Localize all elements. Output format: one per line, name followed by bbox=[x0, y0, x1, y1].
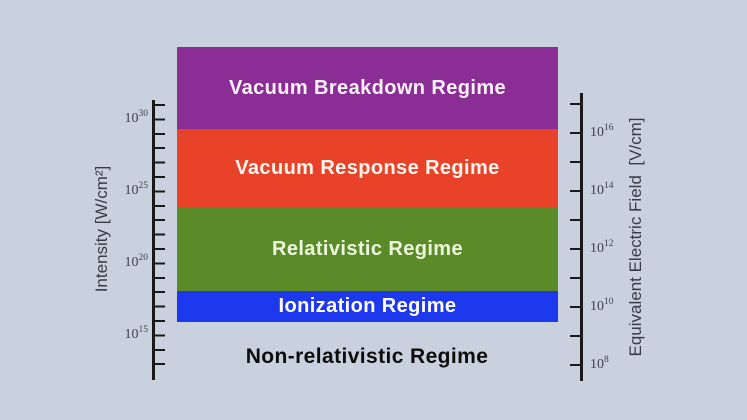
tick-base: 10 bbox=[124, 182, 139, 198]
left-axis-tick-marks bbox=[155, 104, 165, 366]
tick-exp: 12 bbox=[604, 239, 614, 250]
band-label-vacuum-breakdown: Vacuum Breakdown Regime bbox=[228, 76, 507, 99]
band-label-relativistic: Relativistic Regime bbox=[271, 238, 463, 260]
right-tick-label-1e10: 1010 bbox=[590, 297, 614, 314]
right-tick-label-1e16: 1016 bbox=[590, 123, 614, 140]
tick-base: 10 bbox=[124, 254, 139, 270]
right-axis-line bbox=[580, 93, 583, 381]
tick-base: 10 bbox=[590, 182, 604, 198]
right-tick-label-1e12: 1012 bbox=[590, 239, 614, 256]
left-axis-line bbox=[152, 100, 155, 380]
tick-base: 10 bbox=[590, 298, 604, 314]
right-tick-label-1e8: 108 bbox=[590, 355, 609, 372]
tick-exp: 14 bbox=[604, 181, 614, 192]
band-ionization: Ionization Regime bbox=[177, 291, 558, 322]
right-tick-label-1e14: 1014 bbox=[590, 181, 614, 198]
left-tick-label-1e15: 1015 bbox=[124, 325, 149, 342]
band-vacuum-breakdown: Vacuum Breakdown Regime bbox=[177, 47, 558, 129]
tick-base: 10 bbox=[590, 124, 604, 140]
tick-exp: 10 bbox=[604, 297, 614, 308]
band-relativistic: Relativistic Regime bbox=[177, 208, 558, 291]
right-axis-title: Equivalent Electric Field [V/cm] bbox=[626, 117, 645, 357]
band-vacuum-response: Vacuum Response Regime bbox=[177, 129, 558, 208]
tick-exp: 20 bbox=[138, 253, 149, 264]
tick-base: 10 bbox=[124, 326, 139, 342]
left-tick-label-1e30: 1030 bbox=[124, 109, 149, 126]
band-label-vacuum-response: Vacuum Response Regime bbox=[235, 157, 500, 179]
tick-exp: 16 bbox=[604, 123, 614, 134]
band-label-ionization: Ionization Regime bbox=[278, 295, 457, 317]
tick-exp: 25 bbox=[138, 181, 149, 192]
tick-exp: 30 bbox=[138, 109, 149, 120]
left-axis-title: Intensity [W/cm²] bbox=[92, 165, 111, 293]
tick-base: 10 bbox=[124, 110, 139, 126]
left-tick-label-1e20: 1020 bbox=[124, 253, 149, 270]
band-label-non-relativistic: Non-relativistic Regime bbox=[245, 345, 489, 368]
tick-exp: 8 bbox=[604, 355, 609, 366]
right-axis-tick-marks bbox=[570, 103, 580, 367]
tick-base: 10 bbox=[590, 356, 604, 372]
tick-exp: 15 bbox=[138, 325, 149, 336]
tick-base: 10 bbox=[590, 240, 604, 256]
left-tick-label-1e25: 1025 bbox=[124, 181, 149, 198]
